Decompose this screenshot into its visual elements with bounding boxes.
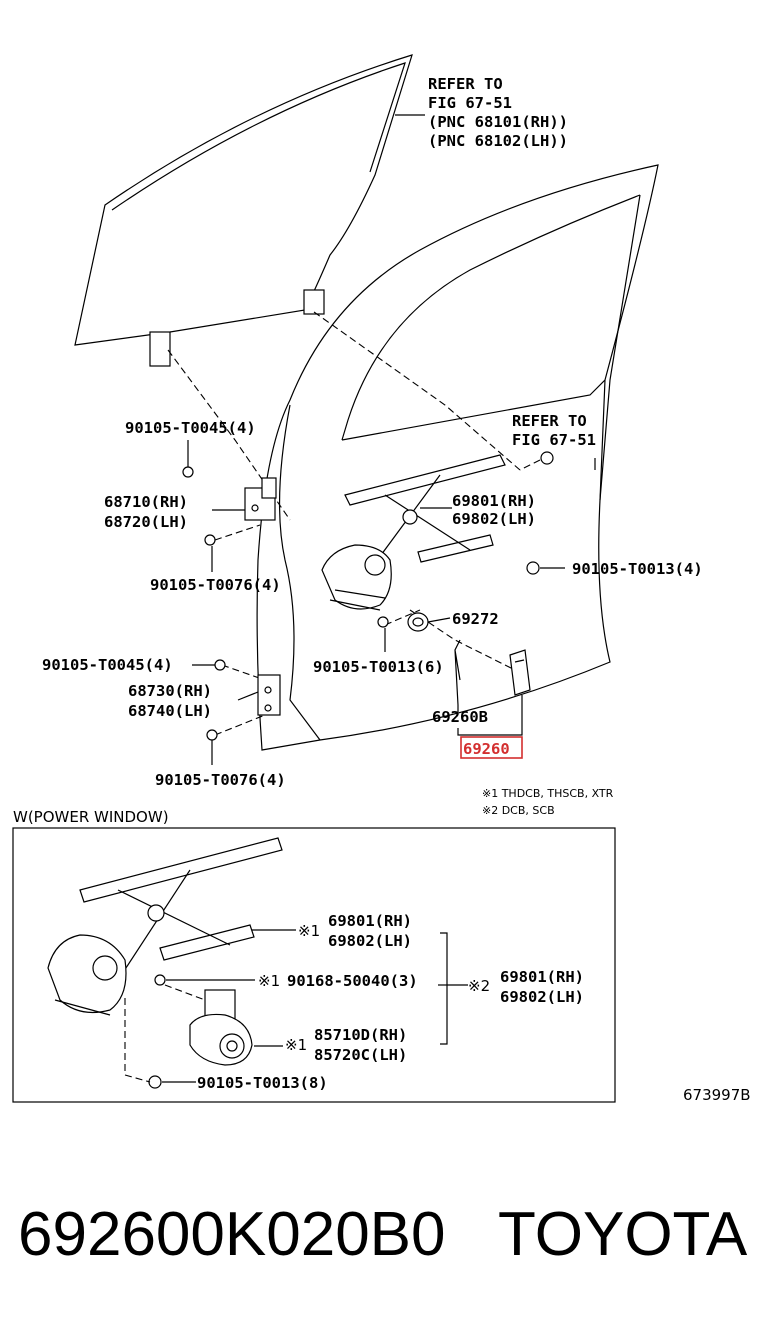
refer-top-line1: REFER TO — [428, 75, 503, 93]
label-bolt-upper-top: 90105-T0045(4) — [125, 419, 256, 437]
door-glass — [74, 54, 425, 367]
label-handle-inner: 69260B — [432, 708, 488, 726]
label-handle[interactable]: 69260 — [463, 740, 510, 758]
upper-hinge — [244, 477, 277, 521]
inside-handle — [454, 639, 531, 706]
door-frame — [256, 164, 659, 751]
highlight-box — [460, 736, 523, 759]
bolts — [182, 451, 554, 741]
inset-label-regulator-lh: 69802(LH) — [328, 932, 412, 950]
cushion-69272 — [407, 612, 429, 632]
label-bolt-regulator: 90105-T0013(4) — [572, 560, 703, 578]
label-hinge-lower-rh: 68730(RH) — [128, 682, 212, 700]
inset-mark-1c: ※1 — [285, 1036, 307, 1054]
refer-top-line3: (PNC 68101(RH)) — [428, 113, 568, 131]
inset-regulator-drawing — [47, 837, 283, 1016]
brand-name: TOYOTA — [498, 1200, 748, 1269]
inset-label-assy-rh: 69801(RH) — [500, 968, 584, 986]
inset-mark-1a: ※1 — [298, 922, 320, 940]
label-bolt-lower-bottom: 90105-T0076(4) — [155, 771, 286, 789]
label-bolt-upper-bottom: 90105-T0076(4) — [150, 576, 281, 594]
inset-bolts — [148, 974, 166, 1089]
drawing-code: 673997B — [683, 1086, 751, 1104]
leader-lines — [187, 440, 596, 765]
inset-label-bolt-a: 90168-50040(3) — [287, 972, 418, 990]
note-2: ※2 DCB, SCB — [482, 804, 555, 817]
inset-label-motor-lh: 85720C(LH) — [314, 1046, 407, 1064]
refer-mid-line1: REFER TO — [512, 412, 587, 430]
inset-leaders — [124, 929, 468, 1083]
label-cushion: 69272 — [452, 610, 499, 628]
part-number: 692600K020B0 — [18, 1200, 446, 1269]
section-title: W(POWER WINDOW) — [13, 808, 169, 826]
label-regulator-lh: 69802(LH) — [452, 510, 536, 528]
inset-label-assy-lh: 69802(LH) — [500, 988, 584, 1006]
refer-top-line4: (PNC 68102(LH)) — [428, 132, 568, 150]
label-hinge-upper-lh: 68720(LH) — [104, 513, 188, 531]
inset-label-motor-rh: 85710D(RH) — [314, 1026, 407, 1044]
refer-mid-line2: FIG 67-51 — [512, 431, 596, 449]
label-regulator-rh: 69801(RH) — [452, 492, 536, 510]
label-bolt-motor: 90105-T0013(6) — [313, 658, 444, 676]
inset-frame — [12, 827, 616, 1103]
note-1: ※1 THDCB, THSCB, XTR — [482, 787, 614, 800]
inset-mark-2: ※2 — [468, 977, 490, 995]
label-hinge-lower-lh: 68740(LH) — [128, 702, 212, 720]
inset-label-bolt-b: 90105-T0013(8) — [197, 1074, 328, 1092]
footer: 692600K020B0 TOYOTA — [0, 1190, 760, 1280]
inset-mark-1b: ※1 — [258, 972, 280, 990]
label-bolt-lower-top: 90105-T0045(4) — [42, 656, 173, 674]
inset-label-regulator-rh: 69801(RH) — [328, 912, 412, 930]
refer-top-line2: FIG 67-51 — [428, 94, 512, 112]
label-hinge-upper-rh: 68710(RH) — [104, 493, 188, 511]
lower-hinge — [257, 674, 281, 716]
window-regulator — [321, 454, 506, 611]
inset-motor-drawing — [189, 989, 253, 1066]
